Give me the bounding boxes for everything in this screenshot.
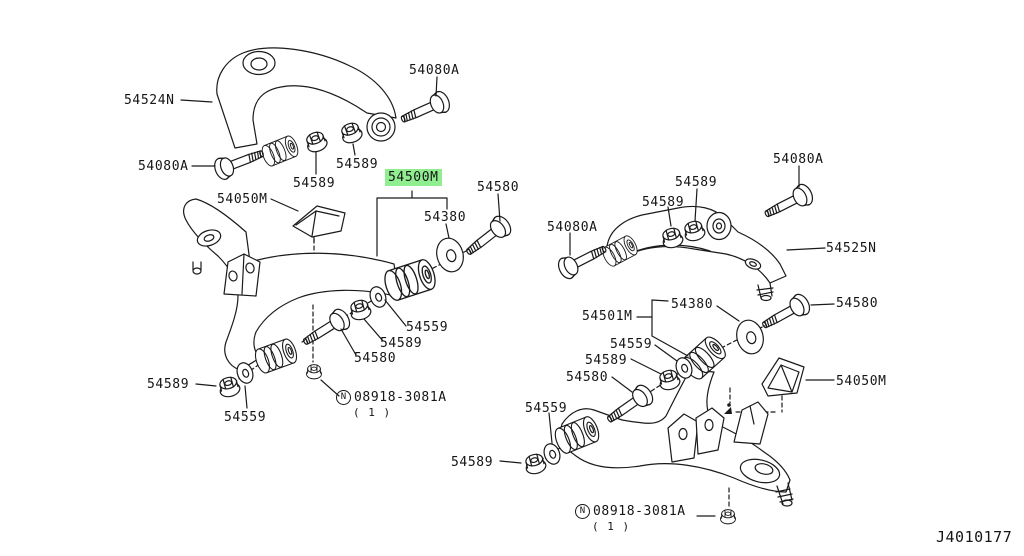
part-label-54559-left-bottom[interactable]: 54559 bbox=[224, 410, 267, 425]
part-label-54525N[interactable]: 54525N bbox=[826, 241, 877, 256]
part-label-54589-right-bottom[interactable]: 54589 bbox=[451, 455, 494, 470]
note-qty-right: ( 1 ) bbox=[592, 520, 631, 533]
part-label-54380-right[interactable]: 54380 bbox=[671, 297, 714, 312]
note-part-number: 08918-3081A bbox=[354, 390, 447, 405]
part-label-54050M-right[interactable]: 54050M bbox=[836, 374, 887, 389]
part-label-54080A-upper-left-side[interactable]: 54080A bbox=[138, 159, 189, 174]
part-label-54589-upper-left-a[interactable]: 54589 bbox=[336, 157, 379, 172]
note-part-number: 08918-3081A bbox=[593, 504, 686, 519]
part-label-54524N[interactable]: 54524N bbox=[124, 93, 175, 108]
note-nut-left[interactable]: N 08918-3081A bbox=[336, 390, 447, 405]
part-label-54580-right-top[interactable]: 54580 bbox=[836, 296, 879, 311]
lower-arm-left-art bbox=[183, 198, 439, 376]
part-label-54589-upper-right-a[interactable]: 54589 bbox=[675, 175, 718, 190]
part-label-54050M-left[interactable]: 54050M bbox=[217, 192, 268, 207]
part-label-54589-left-mid[interactable]: 54589 bbox=[380, 336, 423, 351]
part-label-54501M[interactable]: 54501M bbox=[582, 309, 633, 324]
upper-arm-right-art bbox=[599, 205, 787, 302]
note-qty-left: ( 1 ) bbox=[353, 406, 392, 419]
part-label-54559-right-mid[interactable]: 54559 bbox=[610, 337, 653, 352]
part-label-54580-right-mid[interactable]: 54580 bbox=[566, 370, 609, 385]
part-label-54589-left-bottom[interactable]: 54589 bbox=[147, 377, 190, 392]
part-label-54080A-upper-right-top[interactable]: 54080A bbox=[773, 152, 824, 167]
lower-arm-right-art bbox=[551, 333, 805, 507]
part-label-54559-right-bottom[interactable]: 54559 bbox=[525, 401, 568, 416]
part-label-54580-left-top[interactable]: 54580 bbox=[477, 180, 520, 195]
part-label-54380-left[interactable]: 54380 bbox=[424, 210, 467, 225]
note-nut-right[interactable]: N 08918-3081A bbox=[575, 504, 686, 519]
part-label-54500M-highlighted[interactable]: 54500M bbox=[385, 169, 442, 186]
upper-arm-left-art bbox=[216, 47, 397, 169]
drawing-number: J4010177 bbox=[936, 528, 1013, 546]
part-label-54580-left-mid[interactable]: 54580 bbox=[354, 351, 397, 366]
part-label-54080A-upper-left-top[interactable]: 54080A bbox=[409, 63, 460, 78]
part-label-54589-upper-right-b[interactable]: 54589 bbox=[642, 195, 685, 210]
part-label-54559-left-mid[interactable]: 54559 bbox=[406, 320, 449, 335]
circled-n-icon: N bbox=[336, 390, 351, 405]
circled-n-icon: N bbox=[575, 504, 590, 519]
part-label-54589-right-mid[interactable]: 54589 bbox=[585, 353, 628, 368]
part-label-54080A-upper-right-side[interactable]: 54080A bbox=[547, 220, 598, 235]
part-label-54589-upper-left-b[interactable]: 54589 bbox=[293, 176, 336, 191]
